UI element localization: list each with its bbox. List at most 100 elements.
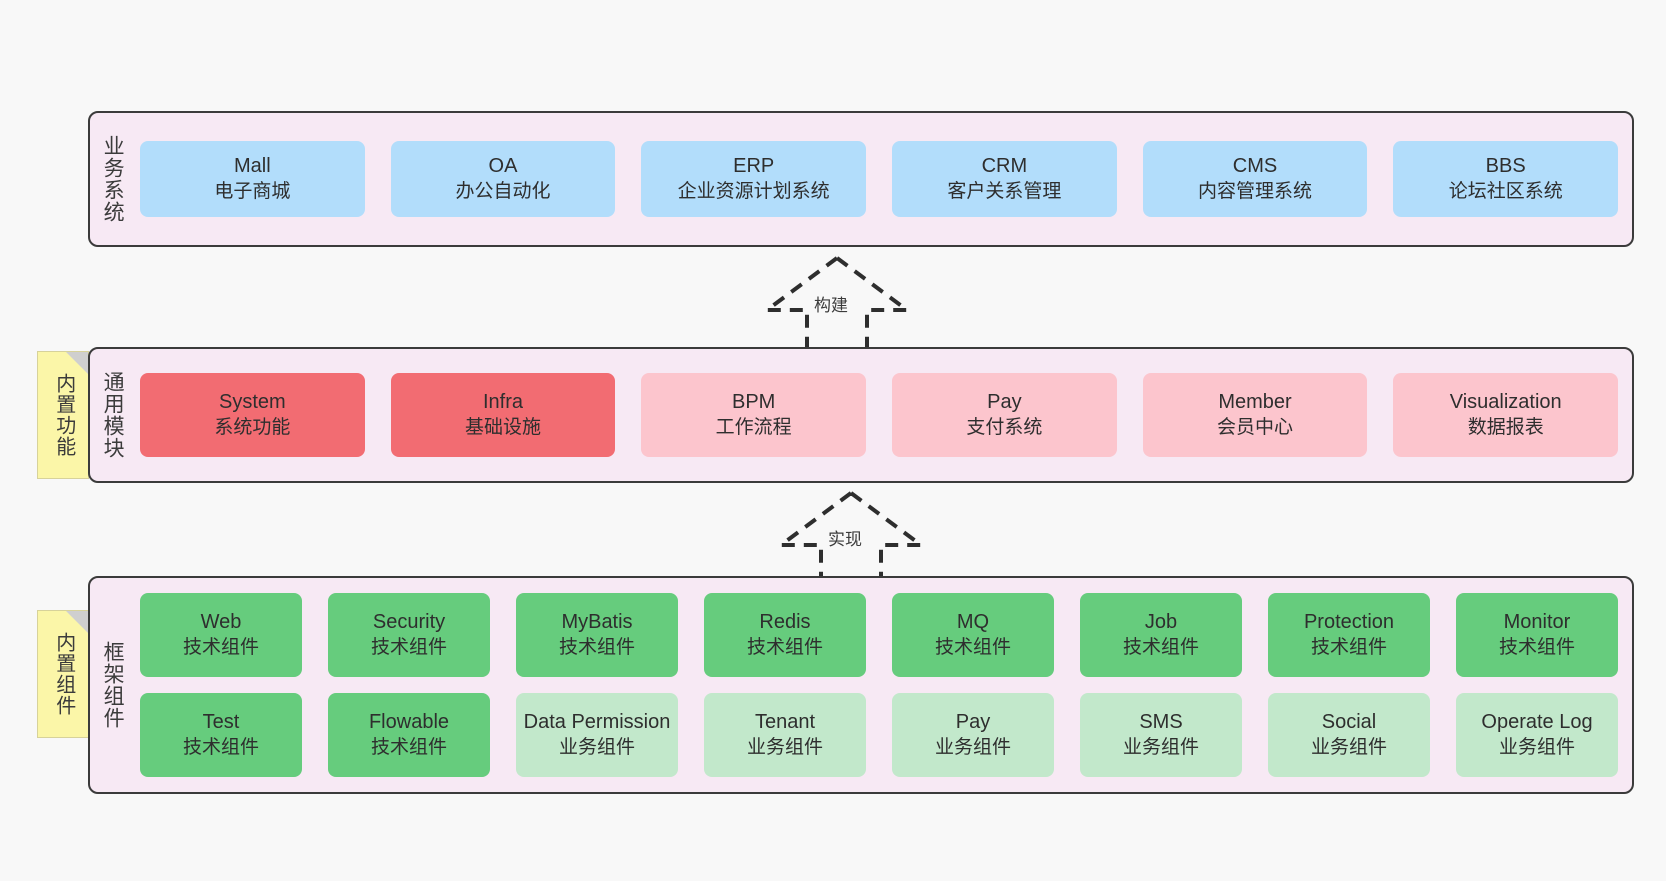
- connector-implement-label: 实现: [828, 530, 862, 549]
- card-bpm[interactable]: BPM 工作流程: [641, 373, 867, 457]
- card-security[interactable]: Security 技术组件: [328, 593, 490, 677]
- card-subtitle: 办公自动化: [455, 180, 551, 202]
- card-operate-log[interactable]: Operate Log 业务组件: [1456, 693, 1618, 777]
- card-subtitle: 技术组件: [558, 636, 635, 658]
- layer-cards-common-module: System 系统功能 Infra 基础设施 BPM 工作流程 Pay 支付系统…: [134, 349, 1632, 481]
- card-subtitle: 业务组件: [558, 736, 635, 758]
- card-monitor[interactable]: Monitor 技术组件: [1456, 593, 1618, 677]
- card-row: System 系统功能 Infra 基础设施 BPM 工作流程 Pay 支付系统…: [140, 373, 1619, 457]
- card-name: Pay: [955, 711, 991, 734]
- note-label: 内置组件: [52, 632, 75, 716]
- card-bbs[interactable]: BBS 论坛社区系统: [1393, 141, 1619, 217]
- layer-common-module[interactable]: 通用模块 System 系统功能 Infra 基础设施 BPM 工作流程 Pay…: [88, 347, 1634, 483]
- card-name: BBS: [1485, 155, 1526, 178]
- card-subtitle: 业务组件: [1122, 736, 1199, 758]
- card-subtitle: 技术组件: [370, 636, 447, 658]
- card-subtitle: 会员中心: [1217, 416, 1294, 438]
- card-subtitle: 技术组件: [370, 736, 447, 758]
- card-name: Redis: [759, 611, 811, 634]
- card-name: System: [218, 391, 286, 414]
- card-name: Social: [1321, 711, 1377, 734]
- card-mq[interactable]: MQ 技术组件: [892, 593, 1054, 677]
- card-subtitle: 业务组件: [1498, 736, 1575, 758]
- card-protection[interactable]: Protection 技术组件: [1268, 593, 1430, 677]
- card-member[interactable]: Member 会员中心: [1142, 373, 1368, 457]
- card-name: Member: [1218, 391, 1292, 414]
- card-name: CMS: [1232, 155, 1278, 178]
- card-subtitle: 技术组件: [182, 736, 259, 758]
- card-subtitle: 技术组件: [746, 636, 823, 658]
- card-subtitle: 论坛社区系统: [1448, 180, 1563, 202]
- card-subtitle: 技术组件: [934, 636, 1011, 658]
- layer-cards-framework-component: Web 技术组件 Security 技术组件 MyBatis 技术组件 Redi…: [134, 578, 1632, 792]
- card-name: MyBatis: [561, 611, 633, 634]
- card-pay-component[interactable]: Pay 业务组件: [892, 693, 1054, 777]
- card-data-permission[interactable]: Data Permission 业务组件: [516, 693, 678, 777]
- layer-title-business-system: 业务系统: [101, 135, 125, 223]
- note-builtin-functions[interactable]: 内置功能: [37, 351, 89, 479]
- card-name: Mall: [234, 155, 271, 178]
- card-subtitle: 数据报表: [1467, 416, 1544, 438]
- card-subtitle: 客户关系管理: [947, 180, 1062, 202]
- note-builtin-components[interactable]: 内置组件: [37, 610, 89, 738]
- card-subtitle: 技术组件: [182, 636, 259, 658]
- card-mybatis[interactable]: MyBatis 技术组件: [516, 593, 678, 677]
- card-subtitle: 技术组件: [1122, 636, 1199, 658]
- card-name: Monitor: [1503, 611, 1571, 634]
- layer-cards-business-system: Mall 电子商城 OA 办公自动化 ERP 企业资源计划系统 CRM 客户关系…: [134, 113, 1632, 245]
- card-flowable[interactable]: Flowable 技术组件: [328, 693, 490, 777]
- card-crm[interactable]: CRM 客户关系管理: [892, 141, 1117, 217]
- layer-title-framework-component: 框架组件: [101, 641, 125, 729]
- card-name: ERP: [733, 155, 775, 178]
- card-subtitle: 系统功能: [214, 416, 291, 438]
- card-subtitle: 基础设施: [465, 416, 542, 438]
- card-name: MQ: [956, 611, 990, 634]
- card-name: Pay: [987, 391, 1022, 414]
- card-redis[interactable]: Redis 技术组件: [704, 593, 866, 677]
- layer-business-system[interactable]: 业务系统 Mall 电子商城 OA 办公自动化 ERP 企业资源计划系统 CRM…: [88, 111, 1634, 247]
- card-name: Infra: [482, 391, 524, 414]
- card-test[interactable]: Test 技术组件: [140, 693, 302, 777]
- card-tenant[interactable]: Tenant 业务组件: [704, 693, 866, 777]
- card-oa[interactable]: OA 办公自动化: [390, 141, 616, 217]
- card-name: Test: [202, 711, 240, 734]
- card-visualization[interactable]: Visualization 数据报表: [1393, 373, 1619, 457]
- card-name: SMS: [1139, 711, 1183, 734]
- card-subtitle: 内容管理系统: [1198, 180, 1313, 202]
- card-infra[interactable]: Infra 基础设施: [390, 373, 616, 457]
- card-system[interactable]: System 系统功能: [140, 373, 365, 457]
- card-subtitle: 工作流程: [715, 416, 792, 438]
- card-name: Web: [200, 611, 242, 634]
- card-subtitle: 技术组件: [1498, 636, 1575, 658]
- card-name: Tenant: [754, 711, 816, 734]
- card-name: BPM: [732, 391, 776, 414]
- card-subtitle: 支付系统: [966, 416, 1043, 438]
- card-row: Test 技术组件 Flowable 技术组件 Data Permission …: [140, 693, 1618, 777]
- card-pay-module[interactable]: Pay 支付系统: [892, 373, 1117, 457]
- card-subtitle: 企业资源计划系统: [677, 180, 830, 202]
- note-fold-corner-icon: [66, 611, 88, 633]
- card-job[interactable]: Job 技术组件: [1080, 593, 1242, 677]
- card-sms[interactable]: SMS 业务组件: [1080, 693, 1242, 777]
- card-name: Protection: [1303, 611, 1395, 634]
- card-row: Web 技术组件 Security 技术组件 MyBatis 技术组件 Redi…: [140, 593, 1618, 677]
- note-fold-corner-icon: [66, 352, 88, 374]
- card-web[interactable]: Web 技术组件: [140, 593, 302, 677]
- card-name: CRM: [981, 155, 1028, 178]
- layer-title-common-module: 通用模块: [101, 371, 125, 459]
- card-name: Data Permission: [523, 711, 671, 734]
- card-social[interactable]: Social 业务组件: [1268, 693, 1430, 777]
- card-name: Security: [372, 611, 446, 634]
- layer-framework-component[interactable]: 框架组件 Web 技术组件 Security 技术组件 MyBatis 技术组件…: [88, 576, 1634, 794]
- card-subtitle: 技术组件: [1310, 636, 1387, 658]
- card-mall[interactable]: Mall 电子商城: [140, 141, 365, 217]
- card-row: Mall 电子商城 OA 办公自动化 ERP 企业资源计划系统 CRM 客户关系…: [140, 141, 1619, 217]
- card-cms[interactable]: CMS 内容管理系统: [1142, 141, 1368, 217]
- card-name: Operate Log: [1481, 711, 1593, 734]
- card-name: Visualization: [1449, 391, 1562, 414]
- card-subtitle: 业务组件: [1310, 736, 1387, 758]
- card-erp[interactable]: ERP 企业资源计划系统: [641, 141, 867, 217]
- card-name: Flowable: [368, 711, 450, 734]
- card-subtitle: 电子商城: [214, 180, 291, 202]
- card-subtitle: 业务组件: [934, 736, 1011, 758]
